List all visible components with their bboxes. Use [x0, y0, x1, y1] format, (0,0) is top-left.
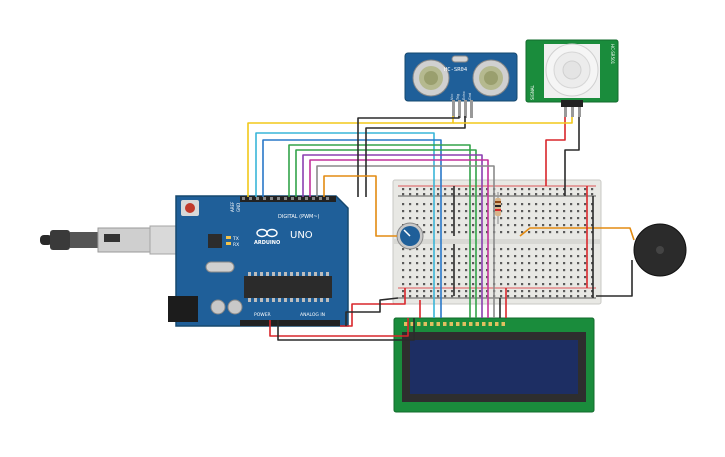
uno-label: UNO — [290, 230, 313, 241]
wire-pir-black — [564, 117, 580, 196]
piezo-buzzer[interactable] — [633, 223, 687, 277]
wire-blue — [262, 139, 442, 318]
pir-label-left: SIGNAL — [530, 84, 535, 100]
wire-dark-1 — [357, 116, 460, 197]
ultrasonic-model-label: HC-SR04 — [444, 67, 468, 73]
arduino-logo — [256, 228, 278, 238]
digital-header — [240, 196, 336, 202]
aref-label: AREF — [230, 201, 235, 212]
ultrasonic-pin-echo: Echo — [462, 92, 466, 101]
wire-power-red — [340, 288, 406, 327]
power-jack — [168, 296, 198, 322]
pir-sensor[interactable]: SIGNAL HC-SR501 — [525, 39, 619, 117]
wire-pir-red — [545, 117, 566, 186]
wire-bottom-black — [277, 318, 415, 341]
wire-buzzer-black — [596, 260, 633, 297]
wire-cyan — [255, 132, 435, 318]
lcd-display[interactable] — [393, 317, 595, 413]
wire-yellow — [247, 116, 454, 197]
power-label: POWER — [254, 312, 271, 318]
usb-cable — [40, 225, 187, 255]
pir-label-right: HC-SR501 — [610, 44, 615, 65]
breadboard-holes — [402, 188, 594, 298]
breadboard[interactable] — [392, 179, 602, 305]
wire-purple — [302, 154, 483, 318]
wire-pir-yellow — [453, 117, 573, 124]
wire-green-2 — [295, 149, 477, 318]
wires — [247, 116, 635, 341]
digital-label: DIGITAL (PWM~) — [278, 214, 320, 220]
wire-power-black — [345, 297, 399, 326]
potentiometer[interactable] — [396, 222, 424, 250]
wire-magenta — [309, 159, 489, 318]
wire-bottom-red — [269, 318, 409, 337]
wire-orange-2 — [519, 227, 635, 241]
resistor[interactable] — [495, 192, 501, 224]
gnd-label: GND — [236, 203, 241, 212]
power-header — [240, 320, 340, 326]
wire-orange — [323, 175, 397, 237]
ultrasonic-sensor[interactable]: HC-SR04 Vcc Trig Echo Gnd — [404, 52, 518, 118]
tx-label: TX — [232, 236, 239, 242]
analog-label: ANALOG IN — [300, 312, 325, 318]
wire-gray — [316, 165, 495, 318]
lcd-screen — [410, 340, 578, 394]
arduino-uno-board[interactable]: AREF GND DIGITAL (PWM~) TX RX ARDUINO UN… — [168, 195, 349, 327]
ultrasonic-pin-trig: Trig — [456, 94, 460, 101]
rx-label: RX — [233, 242, 239, 248]
wire-green — [288, 144, 471, 318]
wire-dark-2 — [365, 116, 466, 197]
brand-label: ARDUINO — [254, 240, 280, 246]
ultrasonic-pin-gnd: Gnd — [468, 93, 472, 100]
ultrasonic-pin-vcc: Vcc — [450, 94, 454, 100]
atmega-chip — [244, 276, 332, 298]
usb-chip — [208, 234, 222, 248]
